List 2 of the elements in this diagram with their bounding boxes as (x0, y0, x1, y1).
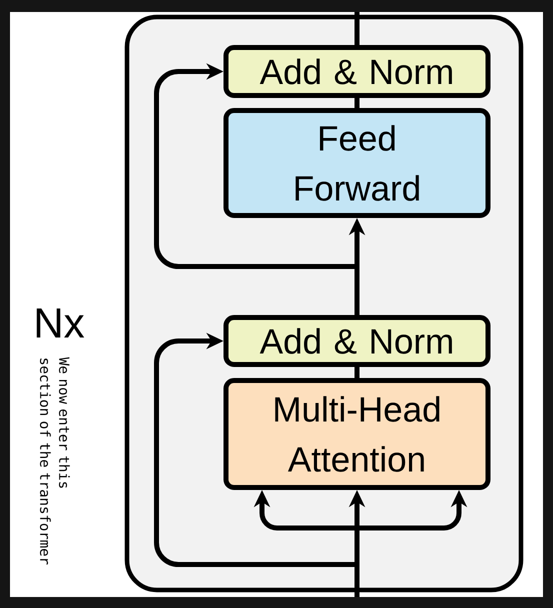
repeat-count-label: Nx (36, 308, 84, 338)
handwritten-note: We now enter this section of the transformer (40, 357, 70, 564)
